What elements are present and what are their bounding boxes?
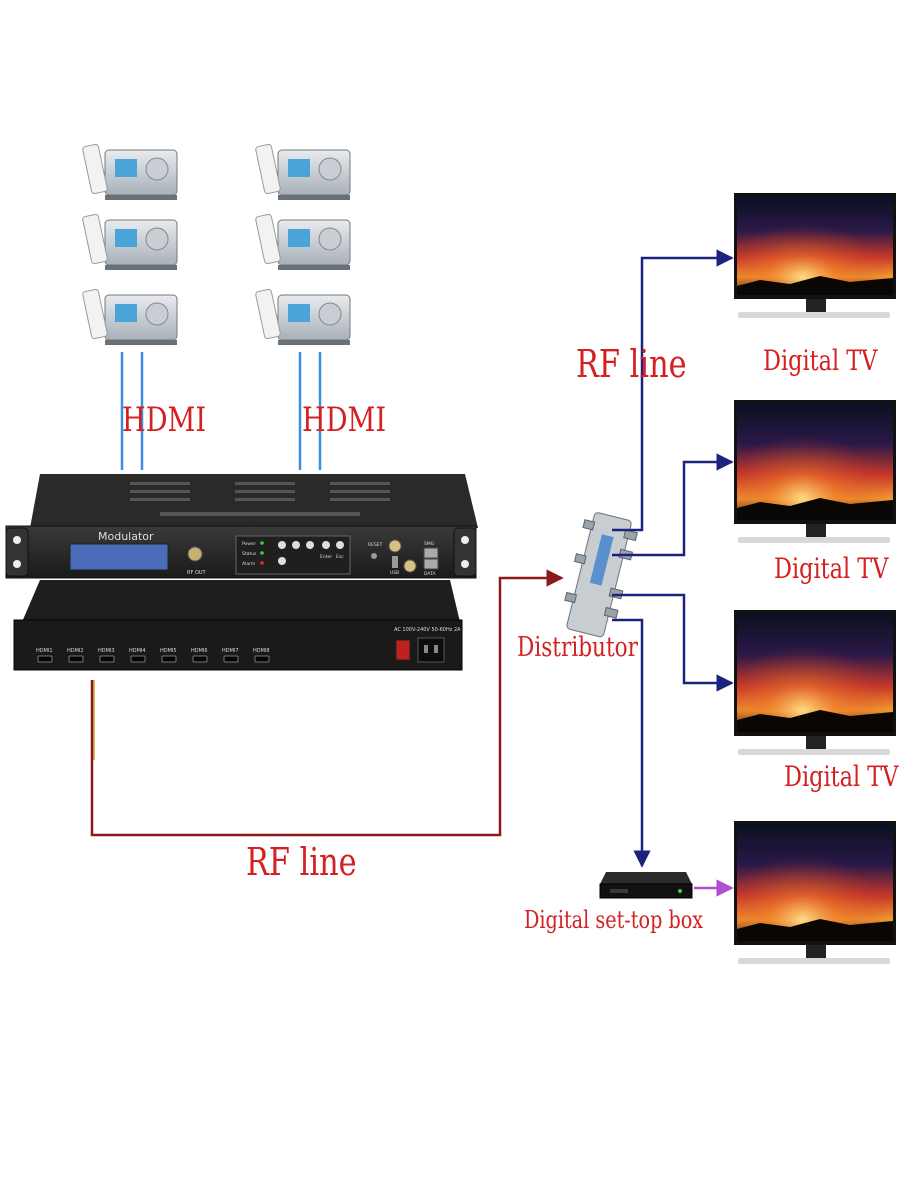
- hdmi-port-label: HDMI8: [253, 648, 270, 654]
- tv-feed-line: [612, 249, 734, 532]
- hdmi-port-label: HDMI7: [222, 648, 239, 654]
- rf-out-label: RF OUT: [187, 570, 207, 576]
- satellite-receiver: [82, 143, 178, 200]
- hdmi-label-right: HDMI: [302, 400, 387, 440]
- rf-distributor: [564, 512, 638, 638]
- led-label: Alarm: [242, 561, 255, 567]
- satellite-receiver: [255, 143, 351, 200]
- satellite-receiver: [82, 288, 178, 345]
- tv-label-1: Digital TV: [763, 344, 878, 377]
- hdmi-port-label: HDMI6: [191, 648, 208, 654]
- receiver-group-left: [82, 143, 178, 345]
- hdmi-port-label: HDMI2: [67, 648, 84, 654]
- stb-feed-line: [612, 618, 651, 868]
- reset-button[interactable]: [371, 553, 377, 559]
- power-spec-label: AC 100V-240V 50-60Hz 2A: [394, 627, 461, 633]
- satellite-receiver: [255, 213, 351, 270]
- tv-feed-line: [612, 593, 734, 692]
- ethernet-port: [423, 547, 439, 559]
- control-panel: [235, 535, 351, 575]
- port-label: DATA: [424, 571, 437, 577]
- button-label: Esc: [336, 554, 344, 560]
- f-connector: [403, 559, 417, 573]
- hdmi-input-port: [254, 655, 270, 663]
- led-label: Power: [242, 541, 256, 547]
- hdmi-input-port: [37, 655, 53, 663]
- satellite-receiver: [82, 213, 178, 270]
- tv-label-2: Digital TV: [774, 552, 889, 585]
- hdmi-input-port: [223, 655, 239, 663]
- distributor-label: Distributor: [517, 632, 638, 663]
- tv-1: [734, 193, 896, 318]
- modulator-title: Modulator: [98, 530, 154, 543]
- tv-2: [734, 400, 896, 543]
- usb-port: [392, 556, 398, 568]
- power-led: [260, 541, 264, 545]
- set-top-box-label: Digital set-top box: [524, 906, 704, 934]
- reset-label: RESET: [368, 542, 383, 548]
- led-label: Status: [242, 551, 257, 557]
- power-socket: [417, 637, 445, 663]
- hdmi-input-port: [68, 655, 84, 663]
- hdmi-input-port: [99, 655, 115, 663]
- power-switch[interactable]: [395, 639, 411, 661]
- hdmi-input-port: [192, 655, 208, 663]
- port-label: SMG: [424, 541, 435, 547]
- port-label: USB: [390, 570, 399, 576]
- receiver-group-right: [255, 143, 351, 345]
- lcd-display: [69, 543, 169, 571]
- digital-set-top-box: [599, 872, 693, 899]
- enter-button[interactable]: [322, 541, 330, 549]
- hdmi-port-label: HDMI1: [36, 648, 53, 654]
- up-button[interactable]: [278, 541, 286, 549]
- hdmi-input-port: [130, 655, 146, 663]
- f-connector: [388, 539, 402, 553]
- hdmi-port-label: HDMI4: [129, 648, 146, 654]
- tv-label-3: Digital TV: [784, 760, 899, 793]
- hdmi-port-label: HDMI5: [160, 648, 177, 654]
- tv-4: [734, 821, 896, 964]
- esc-button[interactable]: [336, 541, 344, 549]
- ethernet-port: [423, 558, 439, 570]
- left-button[interactable]: [292, 541, 300, 549]
- alarm-led: [260, 561, 264, 565]
- down-button[interactable]: [278, 557, 286, 565]
- rf-line-label-top: RF line: [576, 342, 687, 386]
- status-led: [260, 551, 264, 555]
- hdmi-input-port: [161, 655, 177, 663]
- tv-3: [734, 610, 896, 755]
- tv-feed-lines: [612, 249, 734, 868]
- satellite-receiver: [255, 288, 351, 345]
- modulator-rear-panel: HDMI1 HDMI2 HDMI3 HDMI4 HDMI5 HDMI6 HDMI7 HDMI8…: [13, 580, 463, 671]
- hdmi-cables: [120, 352, 322, 470]
- tv-feed-line: [612, 453, 734, 557]
- rf-cable-modulator: [90, 569, 564, 837]
- hdmi-label-left: HDMI: [122, 400, 207, 440]
- button-label: Enter: [320, 554, 332, 560]
- rf-line-label-bottom: RF line: [246, 840, 357, 884]
- rf-out-connector: [187, 546, 203, 562]
- hdmi-port-label: HDMI3: [98, 648, 115, 654]
- right-button[interactable]: [306, 541, 314, 549]
- modulator-unit: Modulator RF OUT Power Status Alarm Ente…: [5, 474, 478, 579]
